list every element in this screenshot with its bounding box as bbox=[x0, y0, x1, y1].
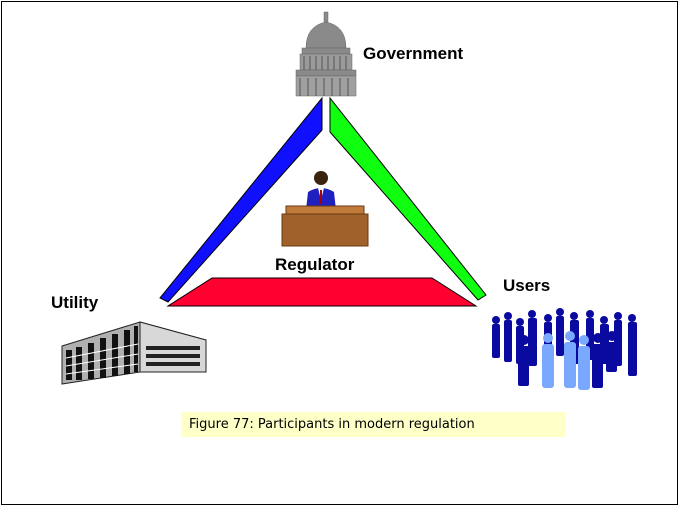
users-label: Users bbox=[503, 276, 551, 295]
capitol-building-icon bbox=[295, 11, 357, 97]
office-building-icon bbox=[61, 321, 207, 385]
regulator-at-desk-icon bbox=[281, 171, 369, 247]
regulator-label: Regulator bbox=[275, 255, 355, 274]
government-users-edge bbox=[329, 96, 487, 301]
figure-caption: Figure 77: Participants in modern regula… bbox=[181, 412, 565, 437]
utility-users-edge bbox=[166, 277, 478, 307]
utility-label: Utility bbox=[51, 293, 99, 312]
government-label: Government bbox=[363, 44, 464, 63]
government-utility-edge bbox=[159, 96, 323, 303]
crowd-of-people-icon bbox=[492, 308, 637, 390]
